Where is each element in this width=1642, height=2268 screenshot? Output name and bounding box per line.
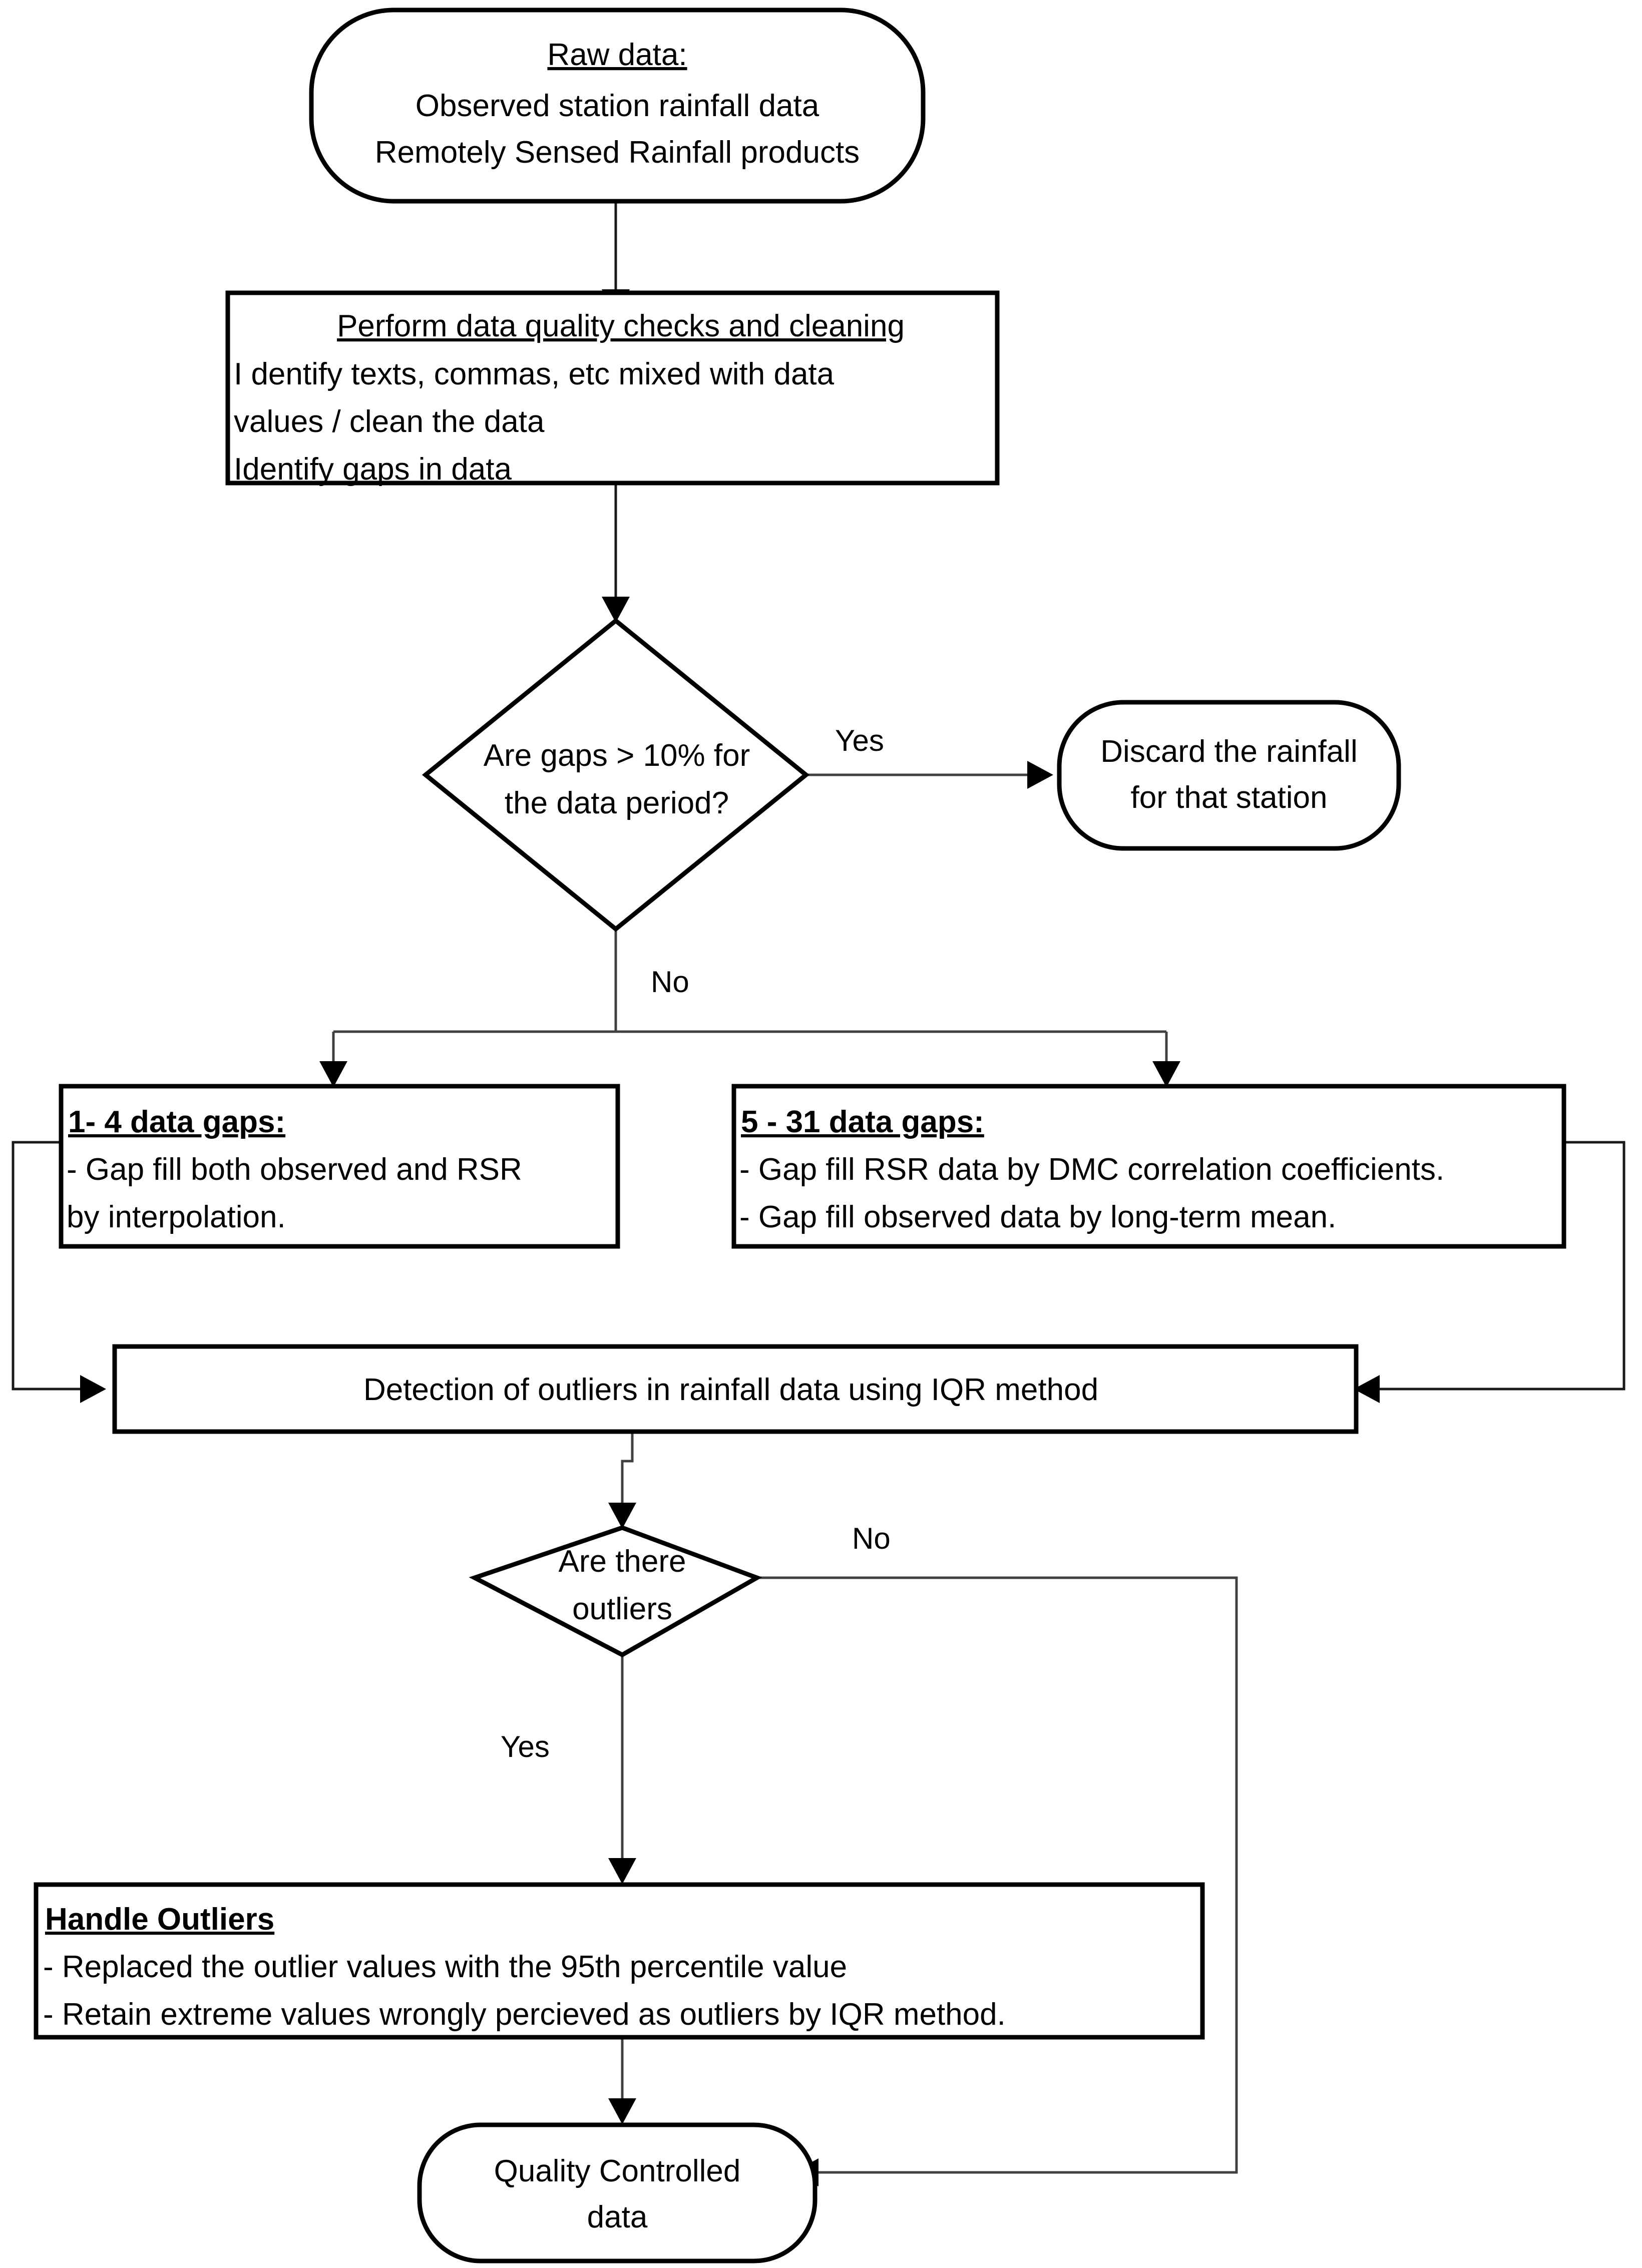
handle-outliers-line2: - Retain extreme values wrongly percieve… — [43, 1997, 1006, 2032]
outliers-decision-line1: Are there — [558, 1544, 686, 1579]
node-iqr-detection[interactable]: Detection of outliers in rainfall data u… — [112, 1344, 1359, 1434]
node-gaps-1-4[interactable]: 1- 4 data gaps: - Gap fill both observed… — [59, 1084, 620, 1249]
gaps-5-31-line1: - Gap fill RSR data by DMC correlation c… — [739, 1152, 1444, 1187]
outliers-decision-line2: outliers — [572, 1592, 672, 1626]
edge-gaps531-to-iqr — [1354, 1141, 1625, 1403]
quality-controlled-line1: Quality Controlled — [494, 2154, 741, 2188]
gaps-1-4-line1: - Gap fill both observed and RSR — [67, 1152, 522, 1187]
quality-checks-line2: values / clean the data — [234, 404, 545, 439]
node-raw-data[interactable]: Raw data: Observed station rainfall data… — [309, 8, 926, 204]
edge-gaps-no-split — [319, 927, 1180, 1087]
edge-quality-to-gaps — [602, 483, 630, 623]
gaps-5-31-line2: - Gap fill observed data by long-term me… — [739, 1200, 1336, 1234]
edge-iqr-to-outliers — [608, 1431, 636, 1529]
node-gaps-decision[interactable]: Are gaps > 10% for the data period? — [422, 618, 810, 932]
node-outliers-decision[interactable]: Are there outliers — [469, 1525, 762, 1658]
edge-label-outliers-no: No — [852, 1522, 891, 1555]
edge-gaps14-to-iqr — [12, 1141, 106, 1403]
edge-gaps-yes-to-discard — [805, 761, 1053, 789]
edge-outliers-no — [755, 1576, 1238, 2186]
node-discard[interactable]: Discard the rainfall for that station — [1057, 700, 1401, 851]
gaps-1-4-line2: by interpolation. — [67, 1200, 286, 1234]
edge-label-outliers-yes: Yes — [501, 1730, 550, 1763]
discard-line1: Discard the rainfall — [1100, 734, 1357, 769]
edge-label-gaps-yes: Yes — [835, 724, 884, 757]
gaps-5-31-heading: 5 - 31 data gaps: — [741, 1105, 984, 1139]
iqr-detection-line1: Detection of outliers in rainfall data u… — [363, 1373, 1098, 1407]
handle-outliers-heading: Handle Outliers — [45, 1902, 274, 1937]
handle-outliers-line1: - Replaced the outlier values with the 9… — [43, 1950, 847, 1984]
node-handle-outliers[interactable]: Handle Outliers - Replaced the outlier v… — [34, 1882, 1205, 2040]
gaps-decision-line2: the data period? — [505, 786, 729, 820]
quality-controlled-line2: data — [587, 2200, 648, 2234]
raw-data-line2: Remotely Sensed Rainfall products — [375, 135, 860, 170]
gaps-decision-line1: Are gaps > 10% for — [484, 738, 750, 773]
node-quality-checks[interactable]: Perform data quality checks and cleaning… — [225, 290, 1000, 487]
quality-checks-heading: Perform data quality checks and cleaning — [337, 309, 905, 343]
discard-line2: for that station — [1131, 780, 1328, 815]
raw-data-heading: Raw data: — [547, 38, 687, 72]
quality-checks-line1: I dentify texts, commas, etc mixed with … — [234, 357, 835, 391]
raw-data-line1: Observed station rainfall data — [416, 89, 819, 123]
edge-outliers-yes — [608, 1653, 636, 1884]
node-gaps-5-31[interactable]: 5 - 31 data gaps: - Gap fill RSR data by… — [731, 1084, 1566, 1249]
quality-checks-line3: Identify gaps in data — [234, 452, 512, 487]
edge-label-gaps-no: No — [651, 965, 689, 999]
node-quality-controlled[interactable]: Quality Controlled data — [417, 2122, 817, 2263]
gaps-1-4-heading: 1- 4 data gaps: — [68, 1105, 285, 1139]
